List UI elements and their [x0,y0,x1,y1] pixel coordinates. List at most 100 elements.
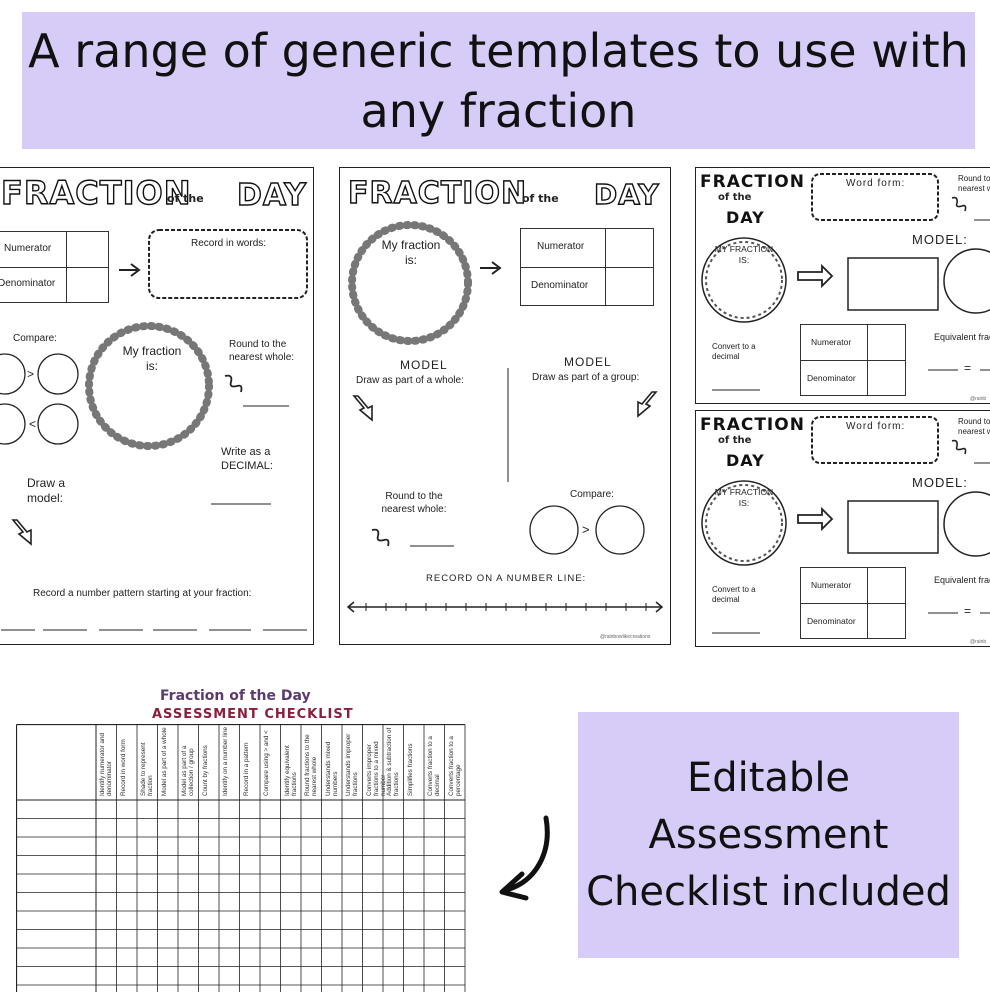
model-sub-2: Draw as part of a group: [532,372,640,383]
record-words-label: Record in words: [191,238,267,249]
model-label: MODEL: [912,475,968,490]
compare-circle [37,353,79,395]
my-fraction-circle [701,237,787,323]
checklist-column-header: Record in a pattern [242,742,250,796]
round-label: Round to nearest w [958,174,990,193]
model-rect [847,500,939,554]
compare-circle [595,505,645,555]
sheet1-title-of: of the [167,192,204,205]
checklist-column-header: Shade to represent fraction [140,742,154,796]
equivalent-label: Equivalent frac [934,332,990,342]
equals-sign: = [964,361,972,375]
model-circle [943,248,990,314]
sheet4-title-of: of the [718,435,752,446]
sheet4-title: FRACTION [700,415,805,435]
big-curved-arrow-icon [499,815,550,901]
record-words-box [148,229,308,299]
sheet1-title: FRACTION [0,173,192,212]
credit: @rainb [970,639,987,645]
banner-top: A range of generic templates to use with… [22,12,975,149]
denominator-label: Denominator [0,278,56,289]
checklist-subtitle: ASSESSMENT CHECKLIST [152,707,354,722]
less-than: < [29,417,37,431]
my-fraction-label: My fraction is: [122,344,182,373]
compare-circle [529,505,579,555]
checklist-column-header: Converts improper fractions to a mixed n… [365,741,387,796]
down-arrow-icon [11,519,32,546]
worksheet-template-1: FRACTION of the DAY Numerator Denominato… [0,167,314,645]
down-arrow-icon [637,391,658,418]
checklist-column-header: Count by fractions [201,745,209,796]
denominator-label: Denominator [531,280,589,291]
numerator-label: Numerator [4,243,52,254]
credit: @rainb [970,396,987,402]
sheet3-graphics [701,173,990,391]
number-line [346,601,664,613]
checklist-column-header: Model as part of a collection / group [181,745,195,796]
arrow-right-icon [480,261,502,275]
checklist-column-header: Record in word form [119,739,127,796]
banner-right: Editable Assessment Checklist included [578,712,959,958]
sheet3-title-day: DAY [726,208,765,227]
number-line-label: RECORD ON A NUMBER LINE: [426,573,587,584]
sheet3-title: FRACTION [700,172,805,192]
convert-label: Convert to a decimal [712,585,756,604]
checklist-column-header: Identify on a number line [222,727,229,796]
draw-model-label: Draw a model: [27,476,66,505]
sheet4-graphics [701,416,990,634]
sheet3-title-of: of the [718,192,752,203]
model-circle [943,491,990,557]
down-arrow-icon [352,395,373,422]
numerator-denominator-grid: Numerator Denominator [800,324,906,396]
round-label: Round to the nearest whole: [381,491,447,515]
word-form-label: Word form: [846,421,906,432]
compare-circle [37,403,79,445]
checklist-column-header: Round fractions to the nearest whole [304,734,318,796]
model-heading-1: MODEL [400,358,448,372]
numerator-label: Numerator [537,241,585,252]
banner-top-text: A range of generic templates to use with… [28,23,969,138]
compare-label: Compare: [570,489,614,500]
greater-than: > [582,522,590,537]
numerator-denominator-grid: Numerator Denominator [0,231,109,303]
sheet2-title-day: DAY [593,177,660,211]
checklist-column-header: Simplifies fractions [406,743,414,797]
denominator-label: Denominator [807,616,856,626]
arrow-right-icon [797,263,834,289]
sheet1-title-day: DAY [236,177,307,213]
convert-label: Convert to a decimal [712,342,756,361]
sheet2-title-of: of the [522,192,559,205]
my-fraction-label: MY FRACTION IS: [714,244,774,265]
curly-arrow-icon [371,528,390,547]
sheet4-title-day: DAY [726,451,765,470]
worksheet-template-3: FRACTION of the DAY Word form: Round to … [695,167,990,404]
checklist-column-header: Identify numerator and denominator [99,732,113,796]
checklist-column-header: Understands improper fractions [345,733,359,796]
numerator-denominator-grid: Numerator Denominator [800,567,906,639]
arrow-right-icon [797,506,834,532]
sheet2-graphics [346,221,664,613]
word-form-box [811,173,939,221]
denominator-label: Denominator [807,373,856,383]
greater-than: > [27,367,35,381]
model-rect [847,257,939,311]
numerator-label: Numerator [811,580,852,590]
equivalent-label: Equivalent frac [934,575,990,585]
pattern-label: Record a number pattern starting at your… [33,588,252,599]
word-form-box [811,416,939,464]
equals-sign: = [964,604,972,618]
checklist-column-header: Identify equivalent fractions [283,745,298,796]
compare-circle [0,403,26,445]
curly-arrow-icon [951,439,967,455]
checklist-column-header: Converts fraction to a percentage [447,736,462,796]
compare-label: Compare: [13,333,57,344]
my-fraction-circle [701,480,787,566]
checklist-column-header: Understands mixed numbers [324,741,339,796]
checklist-column-header: Addition & subtraction of fractions [386,727,400,796]
curly-arrow-icon [951,196,967,212]
worksheet-template-2: FRACTION of the DAY My fraction is: Nume… [339,167,671,645]
checklist-column-header: Compare using > and < [263,730,270,796]
write-decimal-label: Write as a DECIMAL: [221,446,273,472]
worksheet-template-4: FRACTION of the DAY Word form: Round to … [695,410,990,647]
model-heading-2: MODEL [564,355,612,369]
